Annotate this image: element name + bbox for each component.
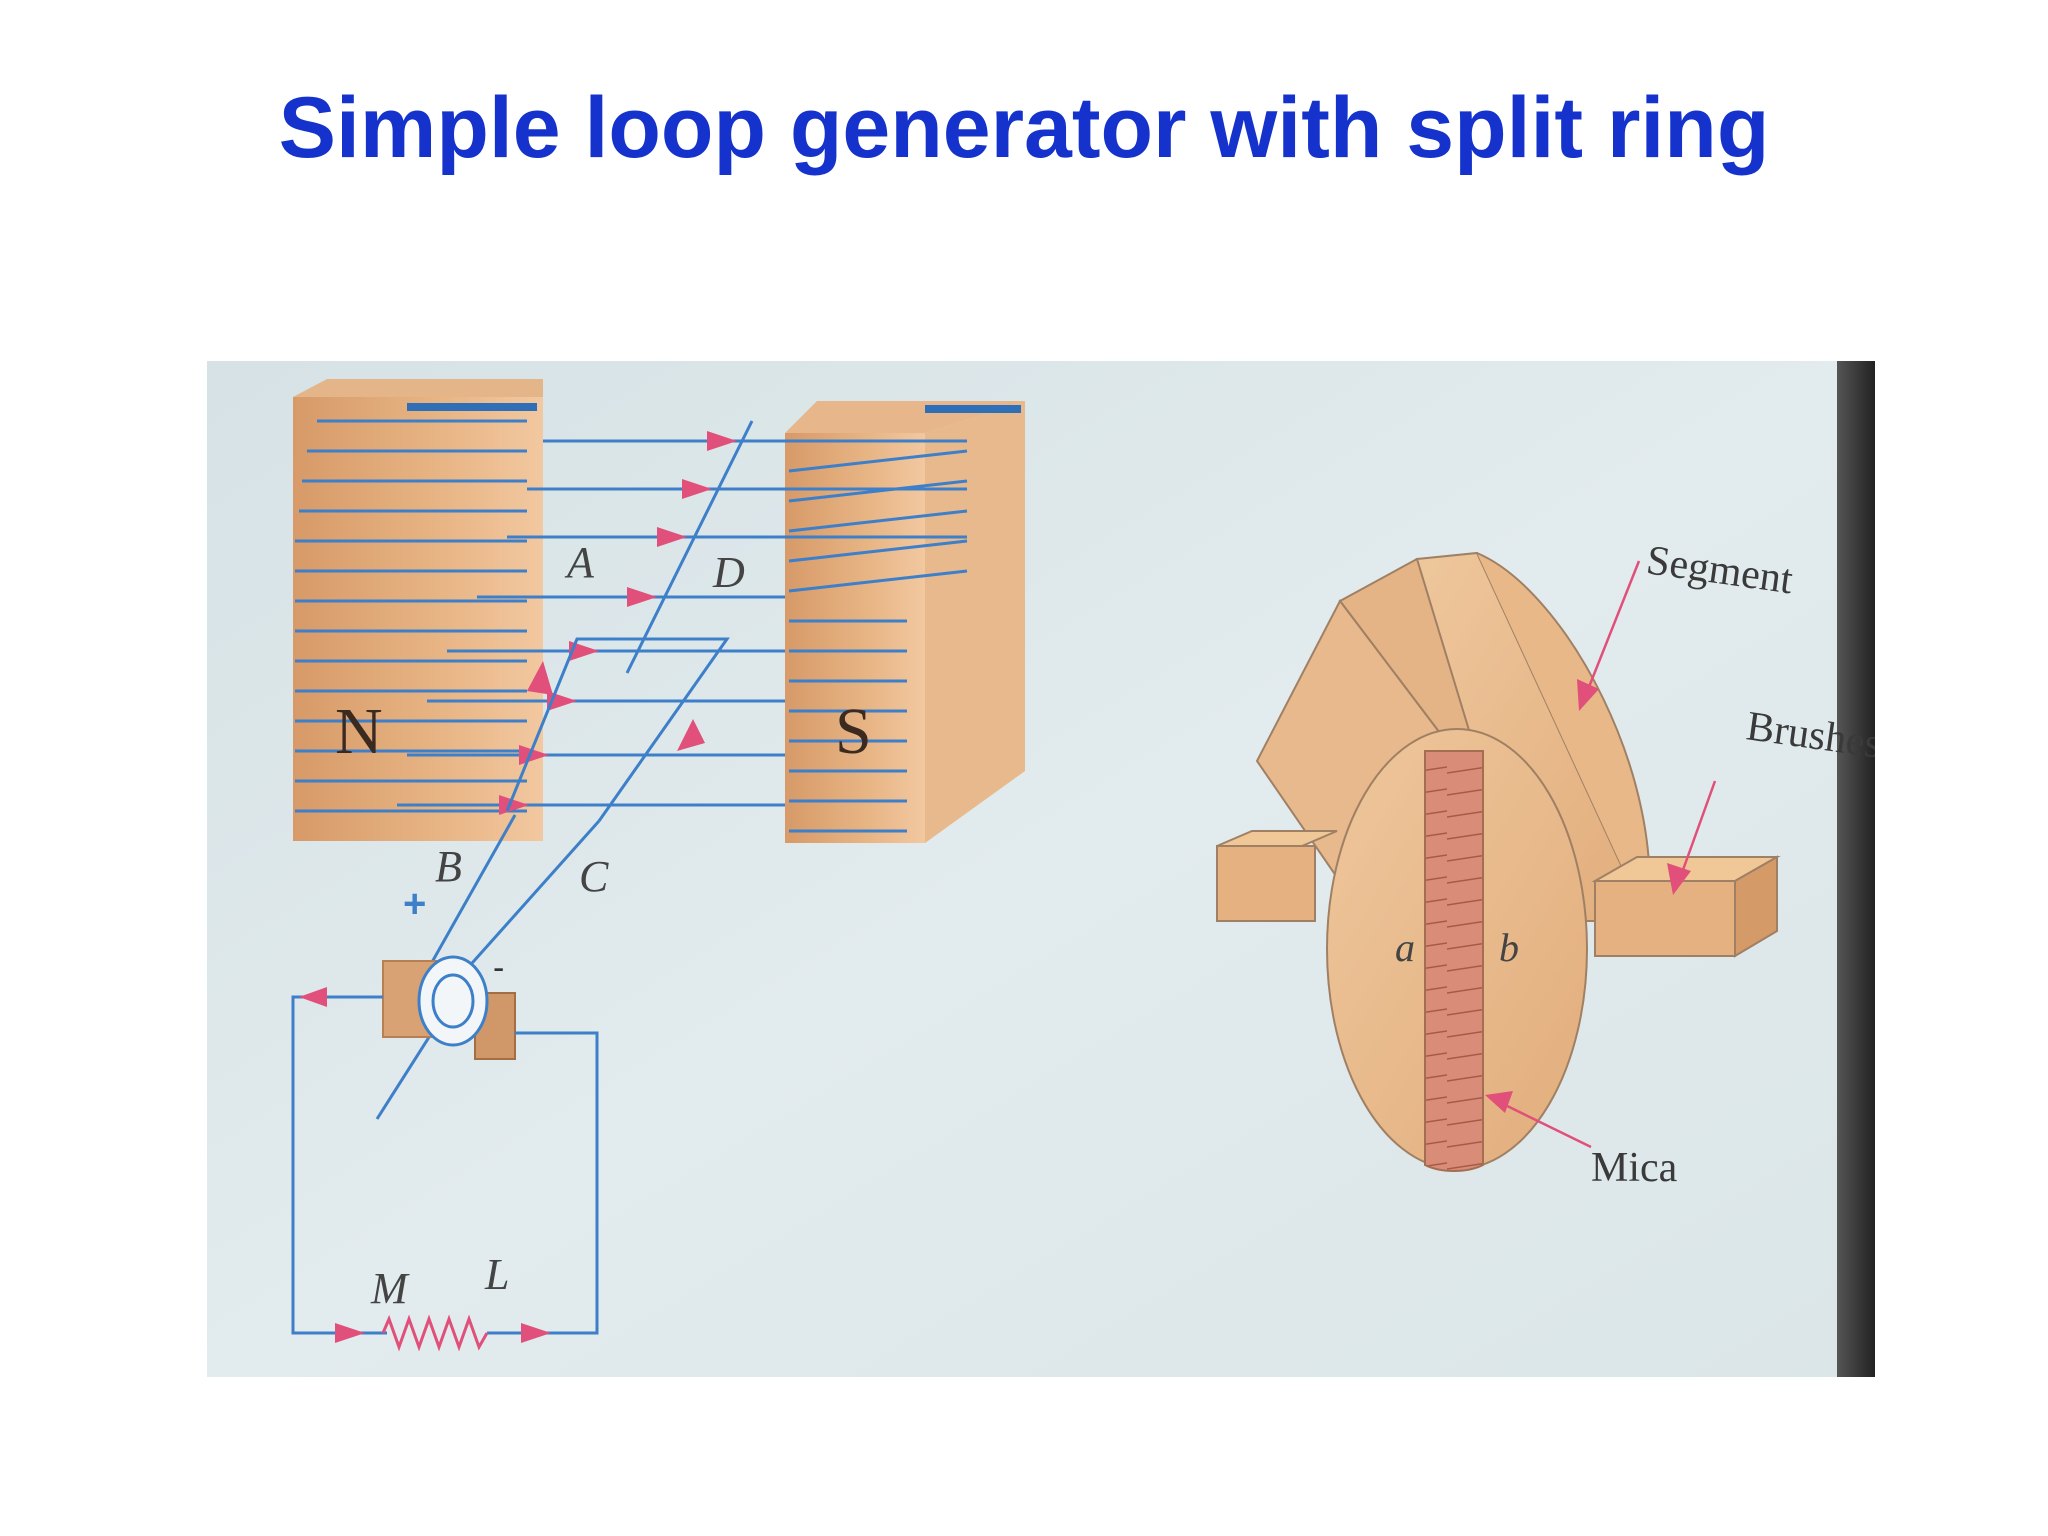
side-b-label: B bbox=[435, 842, 462, 891]
mica-strip bbox=[1424, 750, 1484, 1172]
generator-diagram: N bbox=[291, 379, 1025, 1352]
slide-title: Simple loop generator with split ring bbox=[278, 80, 1770, 176]
figure-svg: N bbox=[207, 361, 1875, 1377]
page-edge-shadow bbox=[1837, 361, 1875, 1377]
side-a-label: A bbox=[564, 538, 595, 587]
half-b-label: b bbox=[1499, 925, 1519, 970]
minus-terminal-label: - bbox=[493, 949, 504, 987]
plus-terminal-label: + bbox=[403, 882, 426, 926]
north-magnet: N bbox=[293, 379, 543, 841]
half-a-label: a bbox=[1395, 925, 1415, 970]
commutator-assembly bbox=[382, 955, 516, 1060]
side-d-label: D bbox=[712, 548, 745, 597]
field-lines bbox=[397, 439, 967, 807]
mica-label: Mica bbox=[1591, 1145, 1678, 1191]
pointer-lines bbox=[1496, 560, 1717, 1149]
south-pole-label: S bbox=[835, 695, 872, 768]
circuit-arrows bbox=[299, 987, 551, 1343]
coil-arrows bbox=[527, 661, 705, 751]
pointer-arrows bbox=[1485, 679, 1691, 1113]
load-l-label: L bbox=[484, 1250, 509, 1299]
north-pole-label: N bbox=[335, 695, 383, 768]
south-magnet: S bbox=[785, 401, 1025, 843]
split-ring-diagram: a b Segment Brushes Mica bbox=[1216, 537, 1875, 1191]
generator-figure: N bbox=[207, 361, 1875, 1377]
load-m-label: M bbox=[370, 1264, 410, 1313]
side-c-label: C bbox=[579, 852, 609, 901]
